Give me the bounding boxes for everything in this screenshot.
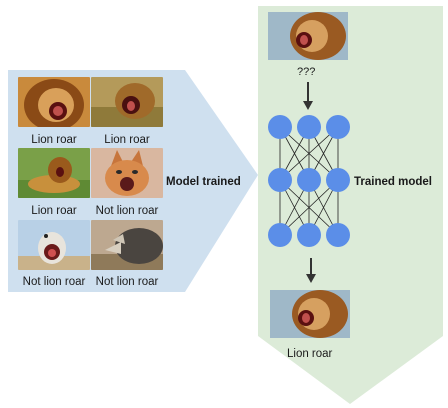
node [268,115,292,139]
output-label: Lion roar [287,348,333,360]
output-lion-roaring-icon [270,290,350,338]
down-arrow-bottom [306,258,316,283]
bird-beak-open-icon [18,220,90,270]
lion-roaring-icon [18,77,90,127]
example-caption: Lion roar [104,134,150,146]
node [268,168,292,192]
node [297,115,321,139]
example-caption: Not lion roar [22,276,86,288]
node [297,223,321,247]
example-caption: Not lion roar [95,276,159,288]
lion-lying-grass-icon [18,148,90,198]
trained-model-label: Trained model [354,176,432,188]
unknown-label: ??? [297,66,316,78]
example-caption: Lion roar [31,205,77,217]
inference-panel [258,6,443,404]
node [326,223,350,247]
lion-roaring-icon [91,77,163,127]
rhino-icon [91,220,163,270]
network-nodes [268,115,350,247]
cat-meowing-icon [91,148,163,198]
node [297,168,321,192]
example-caption: Lion roar [31,134,77,146]
node [326,168,350,192]
node [326,115,350,139]
example-caption: Not lion roar [95,205,159,217]
model-trained-label: Model trained [166,176,241,188]
down-arrow-top [303,82,313,110]
input-lion-roaring-icon [268,12,348,60]
node [268,223,292,247]
